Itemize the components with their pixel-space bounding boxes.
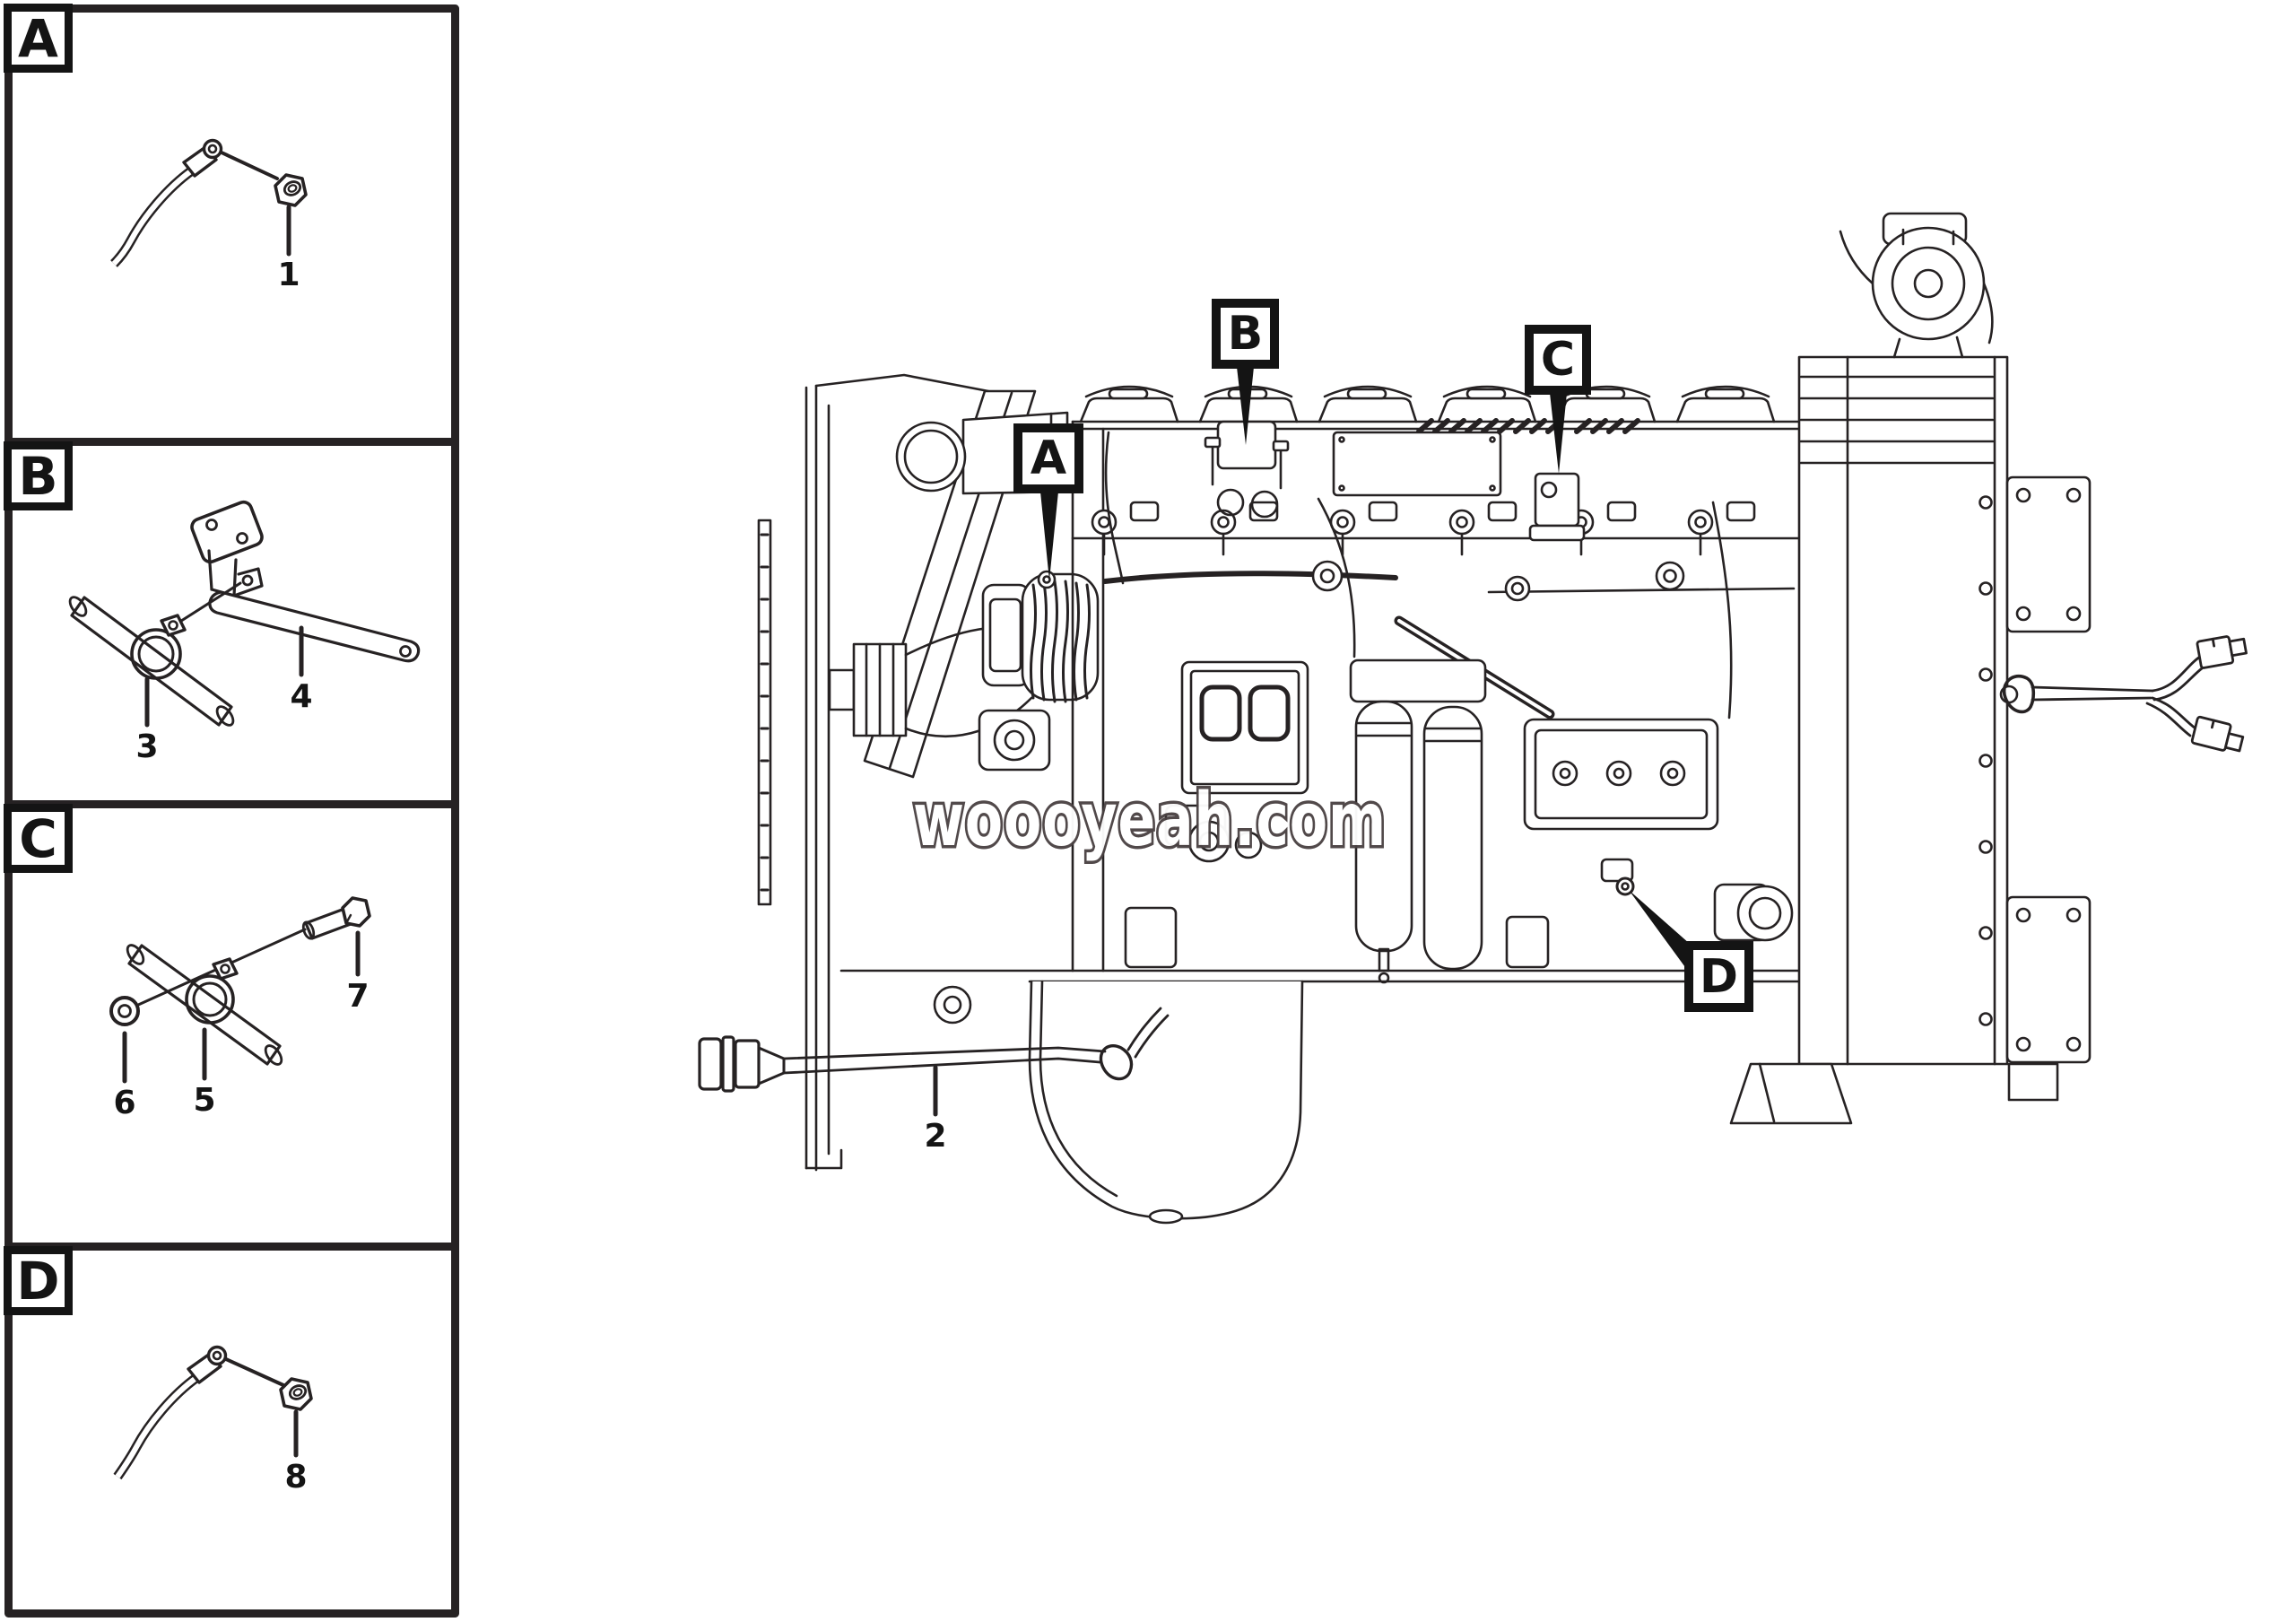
panel-c-tag: C: [4, 804, 73, 873]
panel-c-letter: C: [19, 807, 57, 869]
engine-callout-a-letter: A: [1030, 432, 1067, 485]
panel-b-bracket-clamp-drawing: [68, 500, 421, 728]
part-label-4: 4: [290, 678, 313, 715]
engine-callout-d-letter: D: [1699, 949, 1739, 1004]
valve-covers-drawing: [1079, 385, 1776, 423]
part-label-1: 1: [277, 257, 300, 293]
engine-callout-d: D: [1684, 941, 1753, 1012]
part-label-2: 2: [924, 1118, 947, 1155]
part-label-5: 5: [193, 1082, 216, 1119]
turbocharger-drawing: [1839, 212, 1994, 359]
watermark-text: woooyeah.com: [913, 778, 1387, 863]
engine-fan-shroud: [757, 373, 1069, 1172]
panel-c-clamp-bolt-washer-drawing: [109, 896, 371, 1084]
panel-a-letter: A: [18, 7, 58, 69]
panel-a-tag: A: [4, 4, 73, 73]
engine-head-details: [1091, 431, 1756, 556]
panel-a-ground-wire-drawing: [110, 138, 308, 267]
part-label-6: 6: [113, 1085, 136, 1121]
engine-callout-a: A: [1013, 423, 1083, 493]
right-wiring-harness-drawing: [2002, 635, 2248, 753]
callout-leader-wedges: [1040, 367, 1690, 973]
flywheel-housing-drawing: [1729, 355, 2092, 1125]
part-label-8: 8: [284, 1459, 308, 1496]
embossed-brand-marking: [1416, 418, 1640, 434]
oil-pan-drawing: [1028, 980, 1304, 1225]
engine-callout-c: C: [1525, 325, 1591, 395]
part-label-3: 3: [135, 728, 159, 765]
cable-harness-2-drawing: [698, 1007, 1170, 1117]
panel-d-ground-wire-drawing: [113, 1345, 313, 1480]
alternator-drawing: [978, 570, 1100, 772]
engine-callout-c-letter: C: [1540, 333, 1576, 387]
engine-bracket-c-target: [1528, 472, 1586, 542]
panel-b-letter: B: [18, 445, 58, 507]
engine-mid-details: [1102, 431, 1796, 984]
callout-d-target-ring: [1615, 876, 1635, 896]
panel-b-tag: B: [4, 441, 73, 510]
panel-d-tag: D: [4, 1246, 73, 1315]
panel-d-letter: D: [16, 1250, 60, 1312]
detail-panel-frames: [4, 4, 459, 1618]
engine-callout-b: B: [1212, 299, 1279, 369]
part-label-7: 7: [346, 978, 370, 1015]
engine-callout-b-letter: B: [1227, 307, 1264, 361]
